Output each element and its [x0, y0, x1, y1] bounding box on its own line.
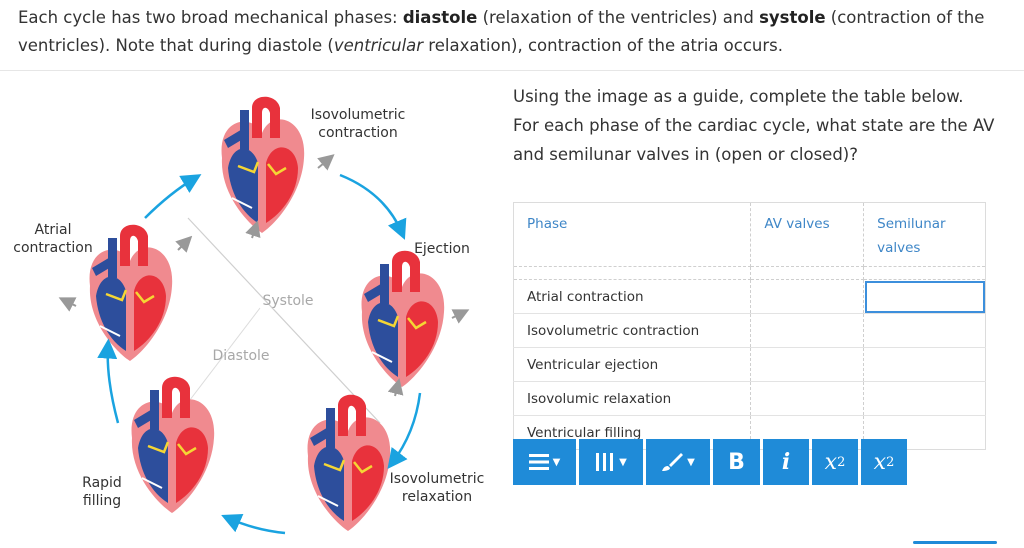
chevron-down-icon: ▼: [552, 456, 561, 468]
av-valve-input[interactable]: [750, 381, 865, 416]
term-ventricular: ventricular: [333, 36, 424, 55]
label-systole: Systole: [262, 293, 314, 309]
column-format-button[interactable]: ▼: [579, 439, 643, 485]
table-row: Isovolumetric contraction: [513, 313, 986, 348]
term-diastole: diastole: [402, 8, 478, 27]
chevron-down-icon: ▼: [619, 456, 627, 468]
italic-button[interactable]: i: [763, 439, 809, 485]
intro-paragraph: Each cycle has two broad mechanical phas…: [18, 8, 985, 55]
columns-icon: [596, 453, 614, 471]
table-row: Ventricular ejection: [513, 347, 986, 382]
phase-cell: Isovolumetric contraction: [513, 313, 752, 348]
question-text: Using the image as a guide, complete the…: [513, 87, 995, 164]
label-isovolumetric-contraction: Isovolumetric contraction: [310, 107, 406, 141]
list-icon: [528, 454, 549, 470]
label-atrial-contraction: Atrial contraction: [13, 222, 93, 256]
semilunar-valve-input[interactable]: [863, 313, 986, 348]
semilunar-valve-input[interactable]: [863, 279, 986, 314]
term-systole: systole: [759, 8, 826, 27]
table-header-row: Phase AV valves Semilunar valves: [513, 202, 986, 267]
cardiac-cycle-diagram: Isovolumetric contraction Ejection Isovo…: [0, 78, 500, 544]
label-rapid-filling: Rapid filling: [82, 475, 122, 509]
av-valve-input[interactable]: [750, 347, 865, 382]
table-row: Atrial contraction: [513, 279, 986, 314]
phase-cell: Ventricular filling: [513, 415, 752, 450]
label-isovolumetric-relaxation: Isovolumetric relaxation: [389, 471, 485, 505]
bold-button[interactable]: B: [713, 439, 760, 485]
header-phase: Phase: [513, 202, 752, 267]
av-valve-input[interactable]: [750, 279, 865, 314]
bottom-action-bar[interactable]: [913, 541, 997, 544]
table-row: Isovolumic relaxation: [513, 381, 986, 416]
header-av-valves: AV valves: [750, 202, 865, 267]
valve-state-table: Phase AV valves Semilunar valves Atrial …: [513, 202, 986, 450]
header-semilunar-valves: Semilunar valves: [863, 202, 986, 267]
semilunar-valve-input[interactable]: [863, 381, 986, 416]
label-ejection: Ejection: [414, 241, 470, 257]
table-spacer-row: [513, 266, 986, 280]
section-divider: [0, 70, 1024, 71]
chevron-down-icon: ▼: [687, 456, 695, 468]
phase-cell: Isovolumic relaxation: [513, 381, 752, 416]
brush-icon: [662, 453, 684, 471]
cardiac-cycle-illustration: [58, 95, 470, 535]
phase-cell: Ventricular ejection: [513, 347, 752, 382]
list-format-button[interactable]: ▼: [513, 439, 576, 485]
av-valve-input[interactable]: [750, 313, 865, 348]
semilunar-valve-input[interactable]: [863, 347, 986, 382]
label-diastole: Diastole: [212, 348, 270, 364]
phase-cell: Atrial contraction: [513, 279, 752, 314]
brush-format-button[interactable]: ▼: [646, 439, 710, 485]
